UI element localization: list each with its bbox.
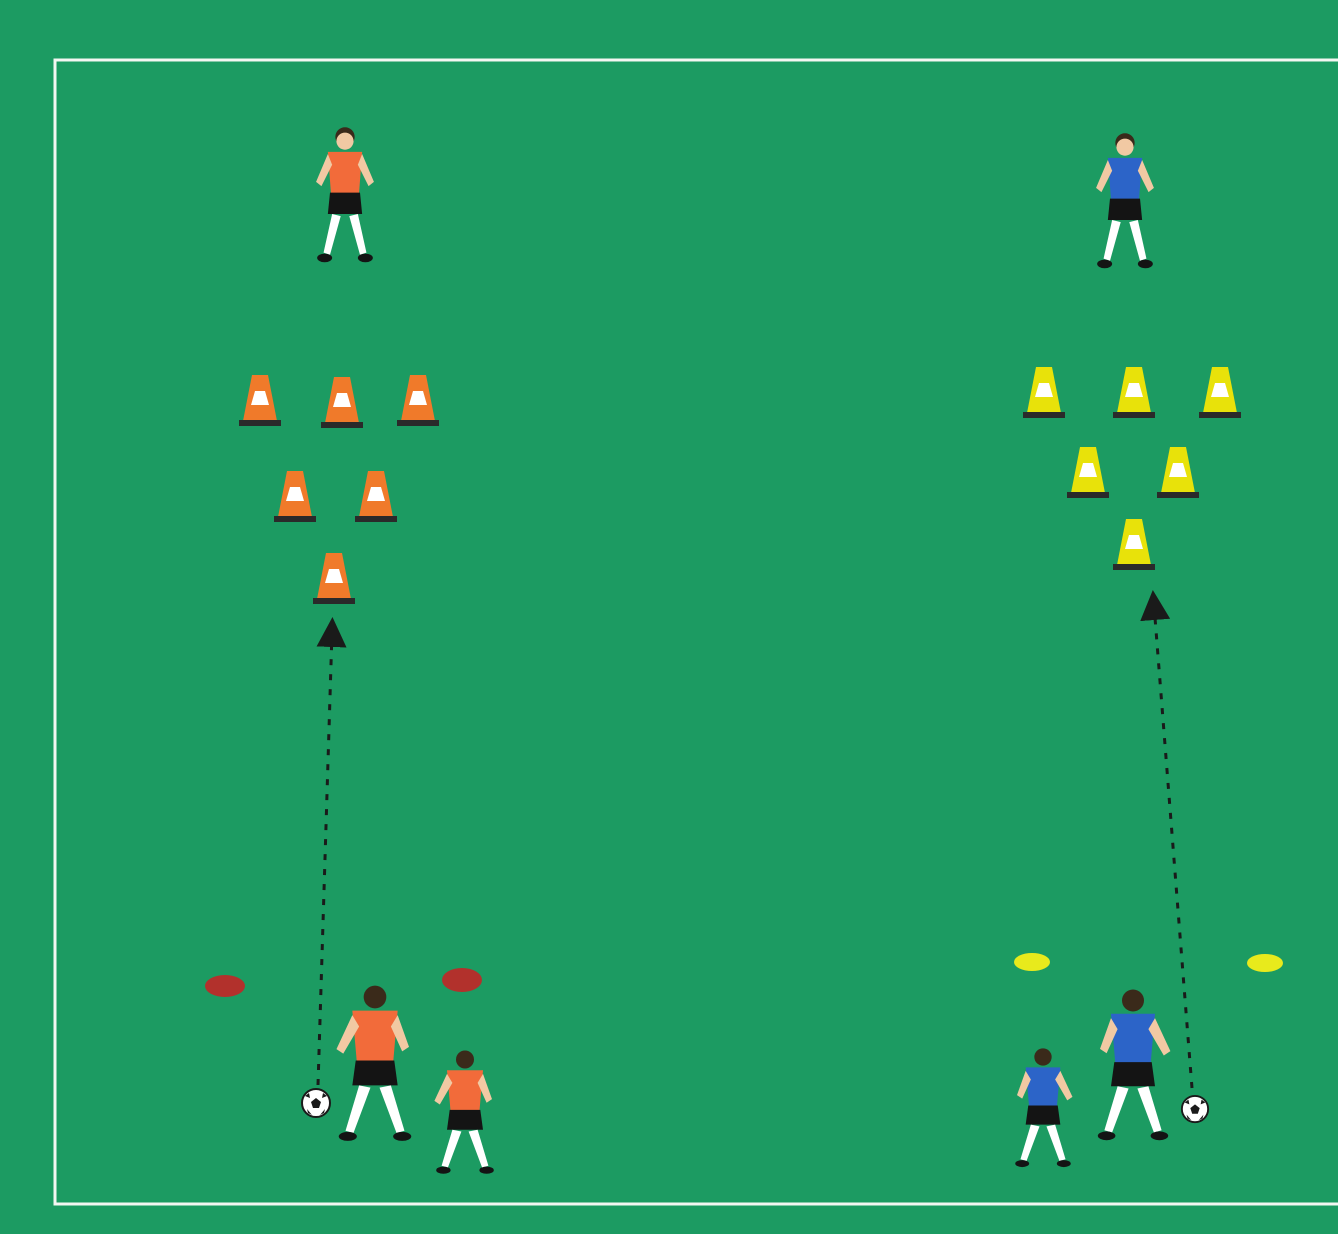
soccer-ball-icon bbox=[302, 1089, 330, 1117]
soccer-ball-icon bbox=[1182, 1096, 1208, 1122]
red-disc-marker bbox=[442, 968, 482, 992]
red-disc-marker bbox=[205, 975, 245, 997]
yellow-disc-marker bbox=[1247, 954, 1283, 972]
yellow-disc-marker bbox=[1014, 953, 1050, 971]
